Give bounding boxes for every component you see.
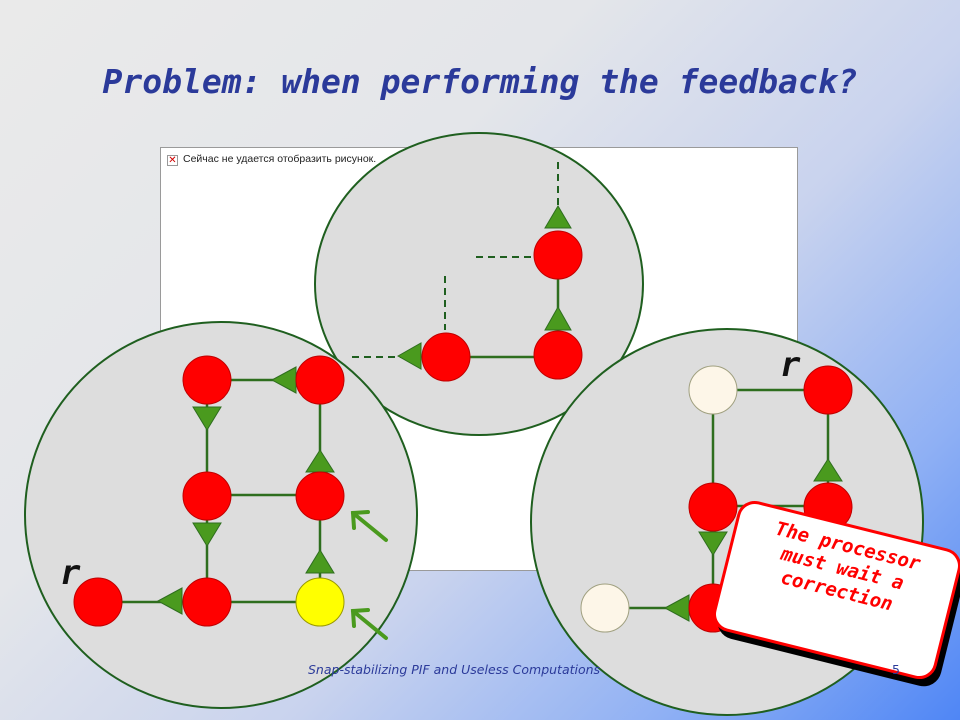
node-root xyxy=(73,577,123,627)
arrow-down xyxy=(698,531,728,556)
top-dashed-edges xyxy=(352,162,559,358)
node xyxy=(533,230,583,280)
node xyxy=(182,355,232,405)
left-arrows xyxy=(156,366,335,615)
slide-title: Problem: when performing the feedback? xyxy=(102,62,858,101)
node-root-clean xyxy=(688,365,738,415)
arrow-up xyxy=(813,458,843,482)
arrow-down xyxy=(192,406,222,431)
pointer-arrow-icon xyxy=(351,511,388,542)
right-nodes xyxy=(580,365,853,633)
node xyxy=(421,332,471,382)
broken-image-icon: ✕ xyxy=(167,155,178,166)
slide-footer: Snap-stabilizing PIF and Useless Computa… xyxy=(308,662,601,677)
pointer-arrow-icon xyxy=(351,609,388,640)
broken-image-message: Сейчас не удается отобразить рисунок. xyxy=(183,153,377,165)
top-nodes xyxy=(421,230,583,382)
node xyxy=(295,471,345,521)
left-nodes xyxy=(73,355,345,627)
arrow-up xyxy=(544,205,572,229)
node xyxy=(182,577,232,627)
root-label-right: r xyxy=(780,345,801,385)
node xyxy=(295,355,345,405)
top-arrows xyxy=(396,205,572,370)
node xyxy=(688,482,738,532)
root-label-left: r xyxy=(60,553,81,593)
slide-number: 5 xyxy=(892,662,900,677)
node xyxy=(803,365,853,415)
right-arrows xyxy=(663,458,843,622)
arrow-up xyxy=(305,549,335,574)
pointer-arrows xyxy=(350,510,388,640)
arrow-left xyxy=(396,342,422,370)
arrow-up xyxy=(544,305,572,331)
arrow-left xyxy=(156,587,183,615)
node-clean xyxy=(580,583,630,633)
node xyxy=(182,471,232,521)
node-highlighted xyxy=(295,577,345,627)
node xyxy=(533,330,583,380)
arrow-down xyxy=(192,522,222,547)
